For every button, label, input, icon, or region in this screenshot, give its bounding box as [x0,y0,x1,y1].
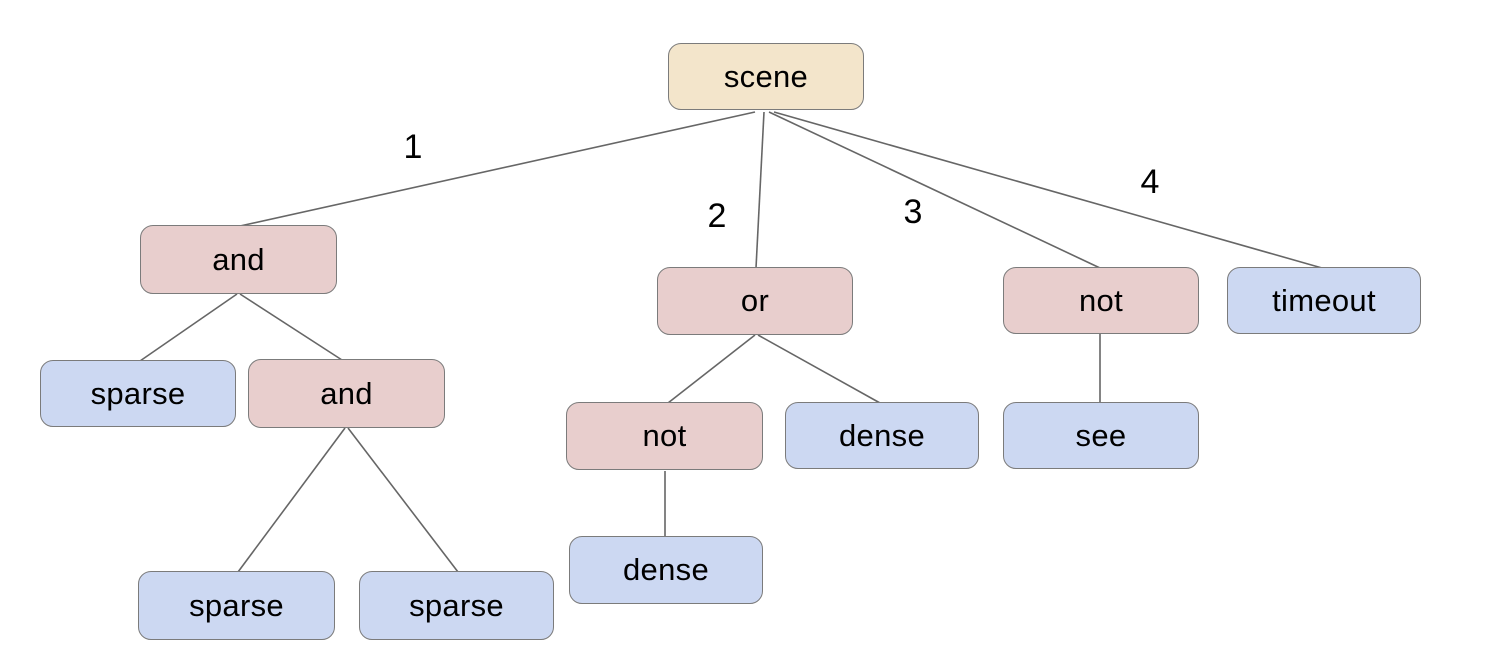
edge-and-and [239,293,343,361]
tree-node-dense-2: dense [569,536,763,604]
tree-node-and-1: and [140,225,337,294]
edge-label-4: 4 [1140,162,1160,201]
edge-or-not [667,334,756,404]
edge-and2-sparse [237,427,346,573]
tree-node-sparse-1: sparse [40,360,236,427]
edge-label-2: 2 [707,196,727,235]
tree-node-not-2: not [566,402,763,470]
edge-scene-not [768,111,1101,269]
edge-or-dense [757,334,881,404]
edge-and-sparse [139,293,238,362]
edge-and2-sparse2 [347,427,459,573]
tree-node-dense-1: dense [785,402,979,469]
edge-scene-or [755,111,765,269]
tree-node-timeout: timeout [1227,267,1421,334]
tree-node-sparse-2: sparse [138,571,335,640]
tree-node-not-1: not [1003,267,1199,334]
tree-node-scene: scene [668,43,864,110]
edge-label-3: 3 [903,192,923,231]
tree-node-and-2: and [248,359,445,428]
edge-scene-timeout [773,111,1323,269]
tree-node-sparse-3: sparse [359,571,554,640]
tree-node-or: or [657,267,853,335]
tree-node-see: see [1003,402,1199,469]
edge-scene-and [239,111,756,227]
edge-label-1: 1 [403,127,423,166]
